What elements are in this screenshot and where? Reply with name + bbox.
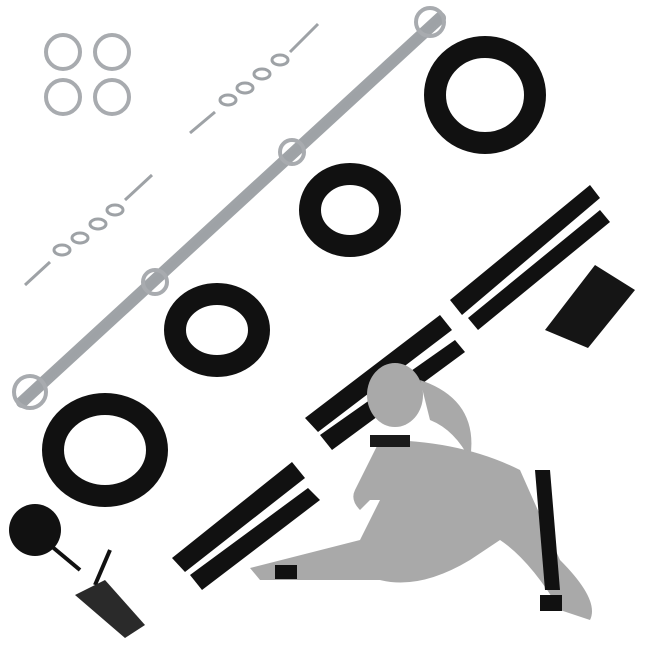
chain-leash-bottom (23, 173, 154, 287)
tether-strap (535, 470, 560, 590)
chain-leash-top (189, 22, 320, 135)
cuffs (42, 36, 546, 507)
ankle-cuff (275, 565, 297, 579)
paddle (75, 549, 145, 638)
blindfold (545, 265, 635, 348)
split-rings (44, 33, 131, 116)
feather-tickler (9, 504, 82, 572)
wrist-cuff (540, 595, 562, 611)
model-silhouette (250, 363, 592, 620)
spreader-bar (12, 6, 446, 410)
